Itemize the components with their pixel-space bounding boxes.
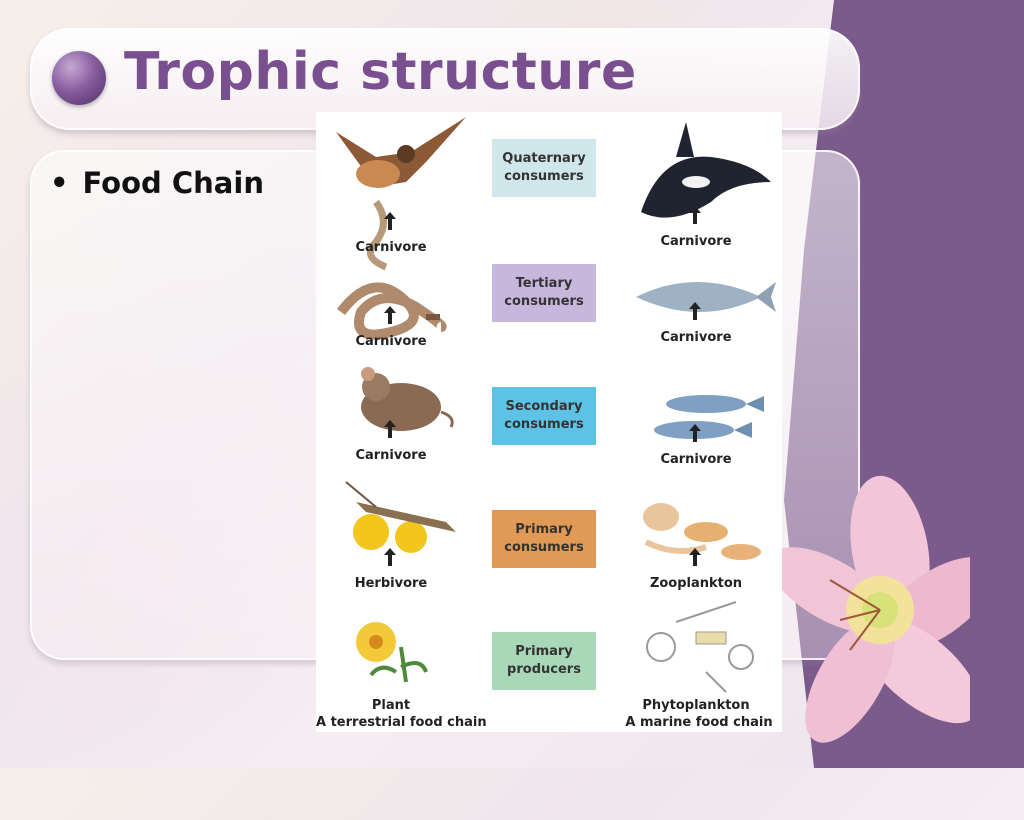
left-caption: A terrestrial food chain <box>316 715 487 730</box>
food-chain-illustrations <box>336 117 776 693</box>
right-organism-label: Carnivore <box>660 234 732 249</box>
mouse-icon <box>361 367 454 431</box>
trophic-level-box: Primary consumers <box>492 510 596 568</box>
up-arrow-icon <box>689 424 701 442</box>
plant-icon <box>356 622 428 683</box>
title-bullet-orb <box>52 51 106 105</box>
up-arrow-icon <box>689 206 701 224</box>
trophic-level-box: Quaternary consumers <box>492 139 596 197</box>
up-arrow-icon <box>689 302 701 320</box>
right-caption: A marine food chain <box>625 715 773 730</box>
up-arrow-icon <box>384 420 396 438</box>
left-organism-label: Plant <box>371 698 411 713</box>
orca-icon <box>641 122 771 218</box>
up-arrow-icon <box>384 212 396 230</box>
snake-icon <box>337 282 447 340</box>
left-organism-label: Carnivore <box>355 448 427 463</box>
right-organism-label: Zooplankton <box>649 576 743 591</box>
grasshopper-icon <box>345 481 456 553</box>
slide-title: Trophic structure <box>124 42 637 102</box>
phytoplankton-icon <box>646 601 754 693</box>
trophic-level-box: Primary producers <box>492 632 596 690</box>
small-fish-icon <box>654 395 764 439</box>
trophic-level-box: Tertiary consumers <box>492 264 596 322</box>
bullet-text: Food Chain <box>82 166 264 200</box>
up-arrow-icon <box>689 548 701 566</box>
hawk-icon <box>336 117 466 271</box>
up-arrow-icon <box>384 548 396 566</box>
zooplankton-icon <box>643 503 761 560</box>
trophic-level-box: Secondary consumers <box>492 387 596 445</box>
bullet-dot: • <box>50 166 69 200</box>
left-organism-label: Herbivore <box>354 576 428 591</box>
right-organism-label: Carnivore <box>660 330 732 345</box>
tuna-icon <box>636 282 776 312</box>
lily-flower-icon <box>770 475 970 743</box>
up-arrow-icon <box>384 306 396 324</box>
bullet-item: • Food Chain <box>50 166 264 200</box>
right-organism-label: Phytoplankton <box>642 698 750 713</box>
right-organism-label: Carnivore <box>660 452 732 467</box>
left-organism-label: Carnivore <box>355 334 427 349</box>
left-organism-label: Carnivore <box>355 240 427 255</box>
